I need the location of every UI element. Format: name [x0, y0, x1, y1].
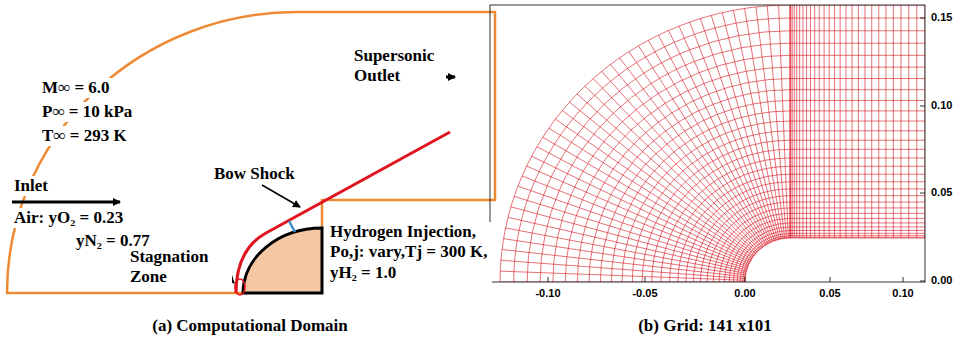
grid-line: [500, 271, 745, 280]
annotation-label: Bow Shock: [212, 164, 297, 184]
grid-line: [871, 5, 872, 238]
grid-line: [669, 30, 772, 242]
annotation-label: Hydrogen Injection, Po,j: vary,Tj = 300 …: [328, 222, 492, 283]
grid-line: [792, 5, 793, 238]
axis-tick-label: 0.15: [929, 11, 954, 24]
axis-tick-label: -0.10: [533, 287, 562, 300]
axis-tick-label: 0.05: [929, 186, 954, 199]
annotation-label: P∞ = 10 kPa: [40, 102, 134, 122]
grid-line: [908, 5, 909, 238]
grid-line: [602, 71, 761, 248]
grid-line: [527, 166, 749, 264]
grid-line: [885, 5, 886, 238]
grid-line: [794, 5, 795, 238]
grid-line: [900, 5, 901, 238]
grid-line: [814, 5, 815, 238]
grid-line: [722, 13, 779, 240]
grid-line: [577, 79, 790, 282]
axis-tick-label: 0.10: [929, 99, 954, 112]
plot-frame: [490, 5, 925, 282]
grid-line: [593, 79, 759, 250]
grid-line: [518, 186, 748, 267]
grid-line: [799, 5, 800, 238]
grid-line: [690, 22, 775, 241]
grid-line: [549, 128, 753, 257]
grid-line: [553, 55, 790, 282]
grid-line: [810, 5, 811, 238]
grid-line: [806, 5, 807, 238]
annotation-label: Inlet: [12, 176, 50, 196]
grid-line: [852, 5, 853, 238]
grid-line: [565, 67, 790, 282]
standoff-mark: [289, 221, 295, 232]
axis-tick-label: 0.10: [890, 287, 915, 300]
grid-line: [679, 26, 773, 241]
axis-tick-label: 0.00: [929, 274, 954, 287]
grid-line: [648, 40, 768, 243]
annotation-label: Air: yO₂ = 0.23: [12, 208, 125, 228]
grid-line: [878, 5, 879, 238]
grid-line: [569, 102, 755, 253]
grid-line: [500, 5, 790, 282]
inlet-arrow: [12, 201, 120, 204]
grid-line: [522, 176, 748, 265]
mesh-grid: [500, 5, 925, 282]
grid-line: [858, 5, 859, 238]
axis-tick-label: -0.05: [630, 287, 659, 300]
axis-tick-label: 0.00: [732, 287, 757, 300]
grid-line: [711, 15, 778, 239]
domain-boundary: [7, 12, 297, 293]
grid-line: [916, 5, 917, 238]
annotation-label: Supersonic Outlet: [352, 46, 446, 87]
axis-ticks: [548, 18, 925, 282]
grid-line: [834, 5, 835, 238]
grid-line: [658, 35, 769, 243]
grid-line: [864, 5, 865, 238]
body-shape: [243, 228, 322, 293]
grid-line: [802, 5, 803, 238]
annotation-label: M∞ = 6.0: [40, 78, 112, 98]
grid-line: [562, 111, 754, 255]
domain-boundary: [297, 12, 495, 228]
grid-line: [514, 18, 790, 282]
annotation-label: (b) Grid: 141 x101: [636, 316, 774, 336]
grid-line: [790, 5, 791, 238]
grid-line: [629, 52, 765, 246]
grid-line: [620, 58, 764, 247]
grid-line: [796, 5, 797, 238]
grid-line: [824, 5, 825, 238]
grid-line: [540, 43, 790, 282]
grid-line: [840, 5, 841, 238]
grid-line: [819, 5, 820, 238]
annotation-label: (a) Computational Domain: [150, 316, 350, 336]
annotation-label: Stagnation Zone: [128, 247, 232, 288]
stagnation-mark: [235, 279, 245, 295]
axis-tick-label: 0.05: [817, 287, 842, 300]
grid-line: [532, 156, 750, 262]
grid-line: [511, 207, 747, 270]
grid-line: [790, 5, 791, 238]
grid-line: [555, 119, 753, 256]
grid-line: [829, 5, 830, 238]
annotation-label: T∞ = 293 K: [40, 126, 129, 146]
leader-line: [262, 185, 300, 207]
grid-line: [527, 31, 790, 282]
grid-line: [790, 5, 791, 238]
grid-line: [506, 228, 746, 273]
grid-line: [537, 147, 751, 261]
grid-line: [893, 5, 894, 238]
grid-line: [845, 5, 846, 238]
